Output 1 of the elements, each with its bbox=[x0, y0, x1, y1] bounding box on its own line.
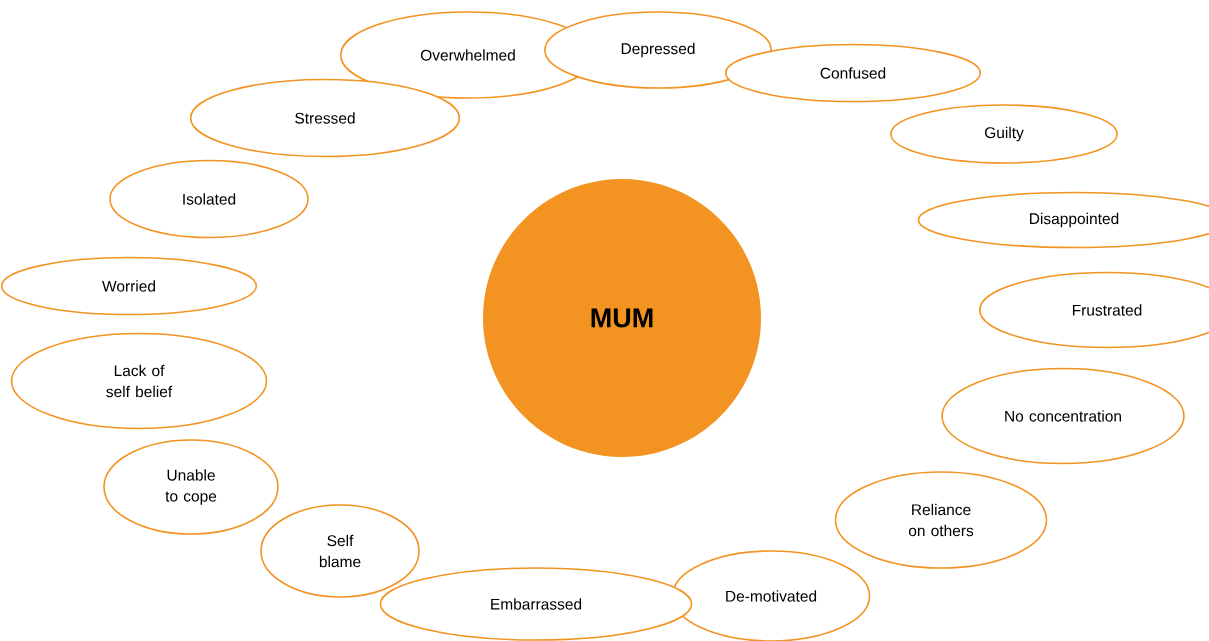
node-label: Embarrassed bbox=[491, 598, 582, 610]
